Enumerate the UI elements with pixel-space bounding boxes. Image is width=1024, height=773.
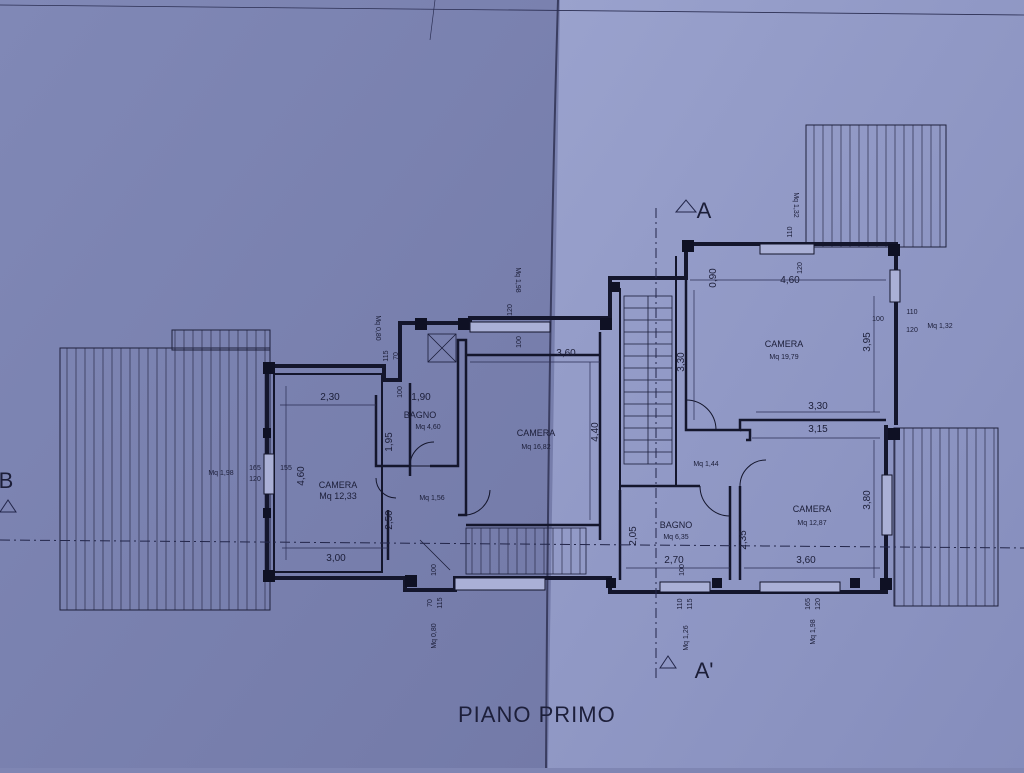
dim-label: 1,90 [411, 392, 431, 403]
dim-label: 1,95 [384, 432, 395, 452]
section-mark-a-prime: A' [695, 658, 714, 683]
dim-label: 3,60 [556, 348, 576, 359]
window-size: 100 [397, 386, 404, 398]
door-swings [375, 399, 767, 517]
window-size: 110 [677, 598, 684, 609]
window-area-label: Mq 1,98 [208, 470, 233, 477]
room-area-camera-3: Mq 19,79 [769, 354, 798, 361]
window-area-label: Mq 1,32 [792, 192, 799, 217]
window-size: 100 [679, 564, 686, 576]
window-size: 100 [872, 316, 884, 323]
dim-label: 2,30 [320, 392, 340, 403]
dim-label: 4,60 [296, 466, 307, 486]
section-lines [0, 208, 1024, 680]
window-size: 115 [383, 350, 390, 361]
bathroom-fixtures [427, 333, 457, 363]
windows [263, 243, 901, 593]
room-area-disimpegno-1: Mq 1,56 [419, 495, 444, 502]
terrace-top-right [805, 124, 947, 248]
dim-label: 3,60 [796, 555, 816, 566]
terrace-right [893, 427, 999, 607]
dim-label: 3,00 [326, 553, 346, 564]
dim-label: 3,95 [862, 332, 873, 352]
window-area-label: Mq 0,80 [374, 315, 381, 340]
section-mark-a: A [697, 198, 712, 223]
window-size: 120 [906, 327, 918, 334]
window-area-label: Mq 1,26 [683, 625, 690, 650]
dim-label: 3,15 [808, 424, 828, 435]
room-name-camera-2: CAMERA [517, 428, 556, 438]
sheet-border-line [0, 4, 1024, 16]
window-size: 100 [516, 336, 523, 348]
dim-label: 2,70 [664, 555, 684, 566]
dim-label: 4,40 [590, 422, 601, 442]
window-size: 70 [393, 352, 400, 360]
room-name-camera-3: CAMERA [765, 339, 804, 349]
window-area-label: Mq 1,98 [514, 267, 521, 292]
staircase [419, 295, 673, 575]
room-area-camera-1: Mq 12,33 [319, 491, 357, 501]
dim-label: 0,90 [708, 268, 719, 288]
dimension-lines [280, 279, 886, 578]
window-area-label: Mq 1,98 [810, 619, 817, 644]
interior-walls [374, 256, 886, 580]
room-name-camera-1: CAMERA [319, 480, 358, 490]
window-size: 110 [906, 309, 917, 316]
room-area-camera-2: Mq 16,82 [521, 444, 550, 451]
dim-label: 2,50 [384, 510, 395, 530]
window-size: 120 [815, 598, 822, 610]
window-size: 165 [249, 465, 261, 472]
window-size: 115 [687, 598, 694, 609]
window-size: 120 [507, 304, 514, 316]
dim-label: 3,80 [862, 490, 873, 510]
room-name-camera-4: CAMERA [793, 504, 832, 514]
window-size: 155 [280, 465, 292, 472]
room-area-bagno-1: Mq 4,60 [415, 424, 440, 431]
window-area-label: Mq 0,80 [431, 623, 438, 648]
window-size: 100 [431, 564, 438, 576]
window-size: 120 [249, 476, 261, 483]
dim-label: 2,05 [628, 526, 639, 546]
window-size: 110 [787, 226, 794, 237]
room-name-bagno-1: BAGNO [404, 410, 437, 420]
dim-label: 4,60 [780, 275, 800, 286]
window-size: 70 [427, 599, 434, 607]
room-area-disimpegno-2: Mq 1,44 [693, 461, 718, 468]
room-area-camera-4: Mq 12,87 [797, 520, 826, 527]
window-area-label: Mq 1,32 [927, 323, 952, 330]
window-size: 165 [805, 598, 812, 610]
dim-label: 3,30 [676, 352, 687, 372]
window-size: 115 [437, 597, 444, 608]
window-size: 120 [797, 262, 804, 274]
section-mark-b: B [0, 468, 13, 493]
dim-label: 2,35 [738, 530, 749, 550]
room-area-bagno-2: Mq 6,35 [663, 534, 688, 541]
structural-columns [263, 240, 900, 590]
terrace-left [59, 347, 271, 611]
room-name-bagno-2: BAGNO [660, 520, 693, 530]
dim-label: 3,30 [808, 401, 828, 412]
drawing-title: PIANO PRIMO [458, 702, 616, 727]
